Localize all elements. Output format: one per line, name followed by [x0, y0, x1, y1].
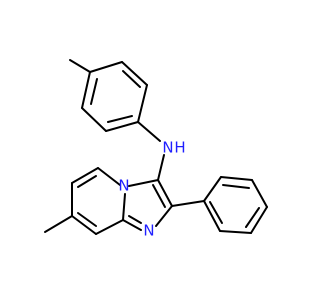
- bond-nh-c3: [157, 154, 165, 181]
- bond-tolyl-double: [122, 70, 141, 88]
- atom-label-layer: N H N N: [118, 139, 185, 240]
- bond-imidazole: [122, 193, 126, 221]
- bond-tolyl-ring: [137, 84, 148, 123]
- bond-pyridine: [95, 219, 124, 235]
- bond-pyridine-double: [77, 175, 97, 188]
- bond-imidazole-double: [128, 215, 142, 224]
- bond-phenyl-ring: [251, 179, 268, 208]
- bond-tolyl-ring: [105, 121, 139, 132]
- bond-imidazole-double: [152, 184, 166, 208]
- bond-phenyl-double: [245, 207, 260, 228]
- bond-pyridine: [71, 215, 97, 235]
- bond-tolyl-double: [90, 78, 98, 105]
- bond-imidazole: [128, 179, 159, 187]
- bond-phenyl-ring: [220, 176, 253, 181]
- bond-imidazole: [155, 205, 173, 227]
- bond-tolyl-ring: [89, 61, 123, 73]
- bond-phenyl-ring: [250, 206, 268, 234]
- bond-pyridine-double: [77, 212, 97, 227]
- imine-nitrogen-label: N: [143, 222, 154, 240]
- bond-phenyl-double: [222, 184, 250, 189]
- bond-tolyl-ring: [81, 107, 107, 132]
- structure-canvas: N H N N: [44, 59, 268, 240]
- bond-c2-phenyl: [171, 200, 205, 207]
- bond-tolyl-methyl: [69, 59, 91, 73]
- bond-phenyl-double: [209, 201, 223, 224]
- bond-tolyl-ring: [121, 61, 148, 86]
- bond-imidazole: [157, 179, 173, 207]
- bond-layer: [44, 59, 268, 235]
- bridgehead-nitrogen-label: N: [118, 177, 129, 195]
- bond-pyridine-methyl: [44, 215, 73, 233]
- amine-hydrogen-label: H: [174, 139, 185, 157]
- bond-tolyl-ring: [81, 71, 91, 109]
- chemical-structure-diagram: N H N N: [44, 59, 268, 240]
- bond-phenyl-ring: [219, 230, 252, 234]
- amine-nitrogen-label: N: [162, 139, 173, 157]
- bond-imidazole: [122, 219, 142, 231]
- bond-tolyl-double: [107, 115, 133, 123]
- bond-phenyl-ring: [203, 200, 221, 232]
- bond-pyridine: [71, 167, 99, 184]
- bond-phenyl-ring: [203, 176, 222, 202]
- bond-pyridine: [97, 167, 121, 186]
- bond-tolyl-nh: [137, 121, 161, 142]
